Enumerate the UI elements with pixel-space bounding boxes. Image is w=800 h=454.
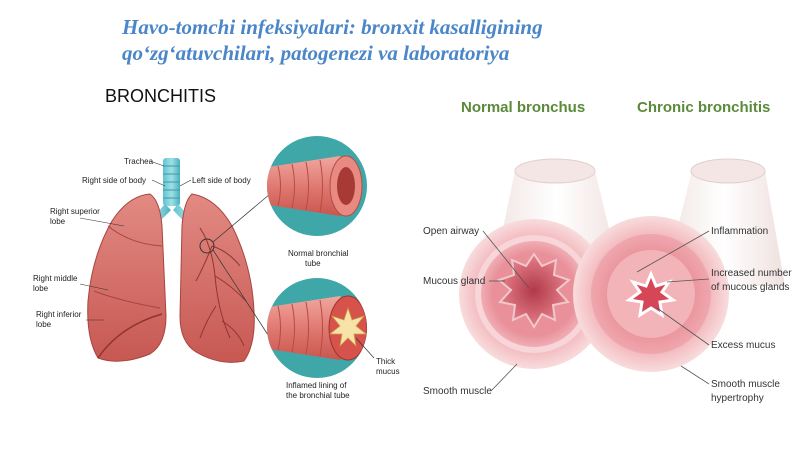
thick-mucus-pointer: [355, 337, 375, 359]
normal-tube-label-2: tube: [305, 259, 321, 268]
left-side-label: Left side of body: [192, 176, 251, 185]
left-side-pointer: [179, 179, 192, 187]
hypertrophy-label-1: Smooth muscle: [711, 379, 780, 390]
hypertrophy-pointer: [680, 365, 710, 385]
trachea-pointer: [149, 160, 165, 167]
inflamed-label-1: Inflamed lining of: [286, 381, 347, 390]
zoom-pointer-bottom: [212, 249, 271, 339]
open-airway-label: Open airway: [423, 226, 479, 237]
right-middle-pointer: [79, 283, 109, 291]
normal-bronchus-heading: Normal bronchus: [461, 99, 585, 116]
hypertrophy-label-2: hypertrophy: [711, 393, 764, 404]
right-lung-fissure-2: [93, 290, 161, 309]
left-lung: [179, 193, 255, 363]
chronic-lumen: [625, 270, 677, 319]
right-superior-label-2: lobe: [50, 217, 66, 226]
right-inferior-label-1: Right inferior: [36, 310, 82, 319]
increased-glands-pointer: [666, 278, 710, 283]
right-lung-base-shade: [97, 313, 163, 359]
inflamed-label-2: the bronchial tube: [286, 391, 350, 400]
slide-title-line-2: qo‘zg‘atuvchilari, patogenezi va laborat…: [122, 41, 510, 65]
right-side-label: Right side of body: [82, 176, 146, 185]
mucous-gland-label: Mucous gland: [423, 276, 485, 287]
right-superior-pointer: [79, 217, 125, 227]
inflammation-pointer: [636, 230, 710, 273]
excess-mucus-pointer: [656, 307, 710, 346]
right-superior-label-1: Right superior: [50, 207, 100, 216]
thick-mucus-shape: [328, 306, 367, 348]
zoom-marker-circle: [199, 238, 215, 254]
thick-mucus-label-2: mucus: [376, 367, 400, 376]
inflamed-tube-inset: [267, 278, 367, 378]
chronic-bronchitis-heading: Chronic bronchitis: [637, 99, 770, 116]
excess-mucus-label: Excess mucus: [711, 340, 775, 351]
bronchial-tree: [195, 227, 247, 347]
right-lung: [87, 193, 167, 362]
trachea-label: Trachea: [124, 157, 154, 166]
smooth-muscle-pointer: [490, 363, 518, 392]
open-airway-pointer: [482, 230, 530, 289]
bronchitis-diagram: BRONCHITIS: [0, 76, 420, 449]
right-side-pointer: [151, 179, 166, 187]
smooth-muscle-label: Smooth muscle: [423, 386, 492, 397]
increased-glands-label-1: Increased number: [711, 268, 792, 279]
right-middle-label-1: Right middle: [33, 274, 78, 283]
zoom-pointer-top: [212, 193, 271, 243]
bronchitis-heading: BRONCHITIS: [105, 86, 216, 106]
increased-glands-label-2: of mucous glands: [711, 282, 789, 293]
thick-mucus-label-1: Thick: [376, 357, 396, 366]
slide-title: Havo-tomchi infeksiyalari: bronxit kasal…: [122, 14, 682, 66]
bronchus-comparison: Normal bronchus Chronic bronchitis Open …: [405, 76, 800, 449]
bronchus-svg: Normal bronchus Chronic bronchitis Open …: [423, 99, 792, 404]
bronchitis-svg: BRONCHITIS: [33, 86, 400, 400]
normal-tube-label-1: Normal bronchial: [288, 249, 349, 258]
right-inferior-label-2: lobe: [36, 320, 52, 329]
right-lung-fissure-1: [107, 225, 163, 247]
chronic-bronchus-cross-section: [573, 158, 785, 372]
trachea-rings: [163, 165, 180, 199]
normal-tube-inset: [267, 136, 367, 236]
inflammation-label: Inflammation: [711, 226, 768, 237]
right-middle-label-2: lobe: [33, 284, 49, 293]
slide-title-line-1: Havo-tomchi infeksiyalari: bronxit kasal…: [122, 15, 543, 39]
